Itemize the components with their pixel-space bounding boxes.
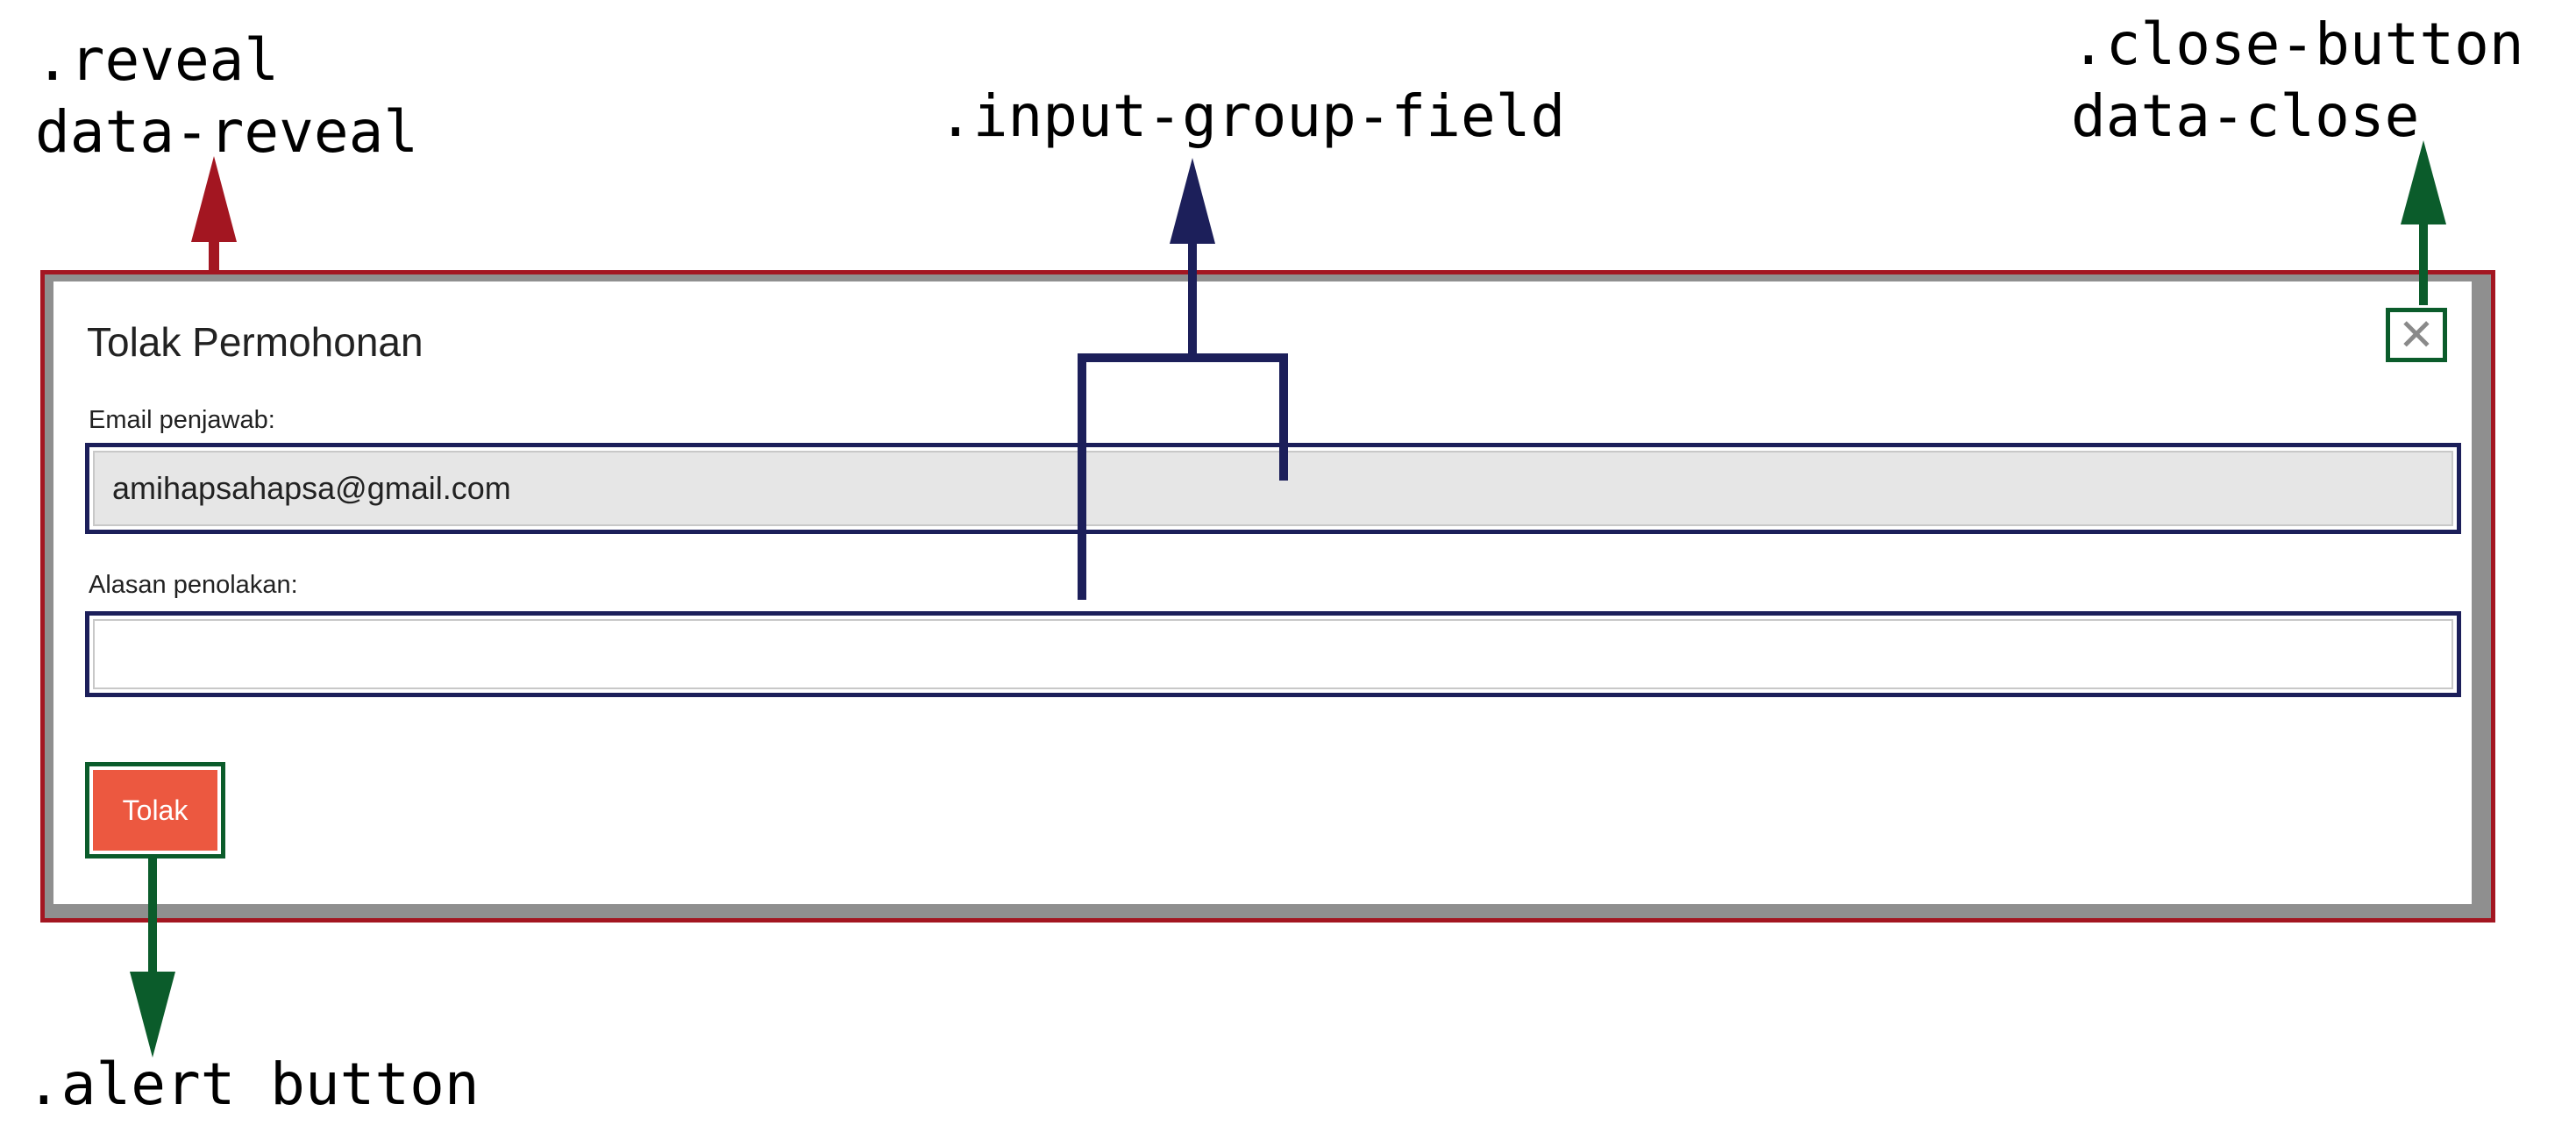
- annotation-alert-class: .alert button: [26, 1051, 480, 1118]
- annotation-reveal-class: .reveal: [35, 26, 280, 94]
- modal-title: Tolak Permohonan: [87, 319, 423, 365]
- close-button[interactable]: ✕: [2386, 308, 2447, 362]
- annotation-close-button: .close-button data-close: [2071, 9, 2524, 153]
- email-field[interactable]: [93, 451, 2453, 526]
- annotation-input-group-class: .input-group-field: [938, 82, 1566, 150]
- annotation-input-group: .input-group-field: [938, 81, 1565, 153]
- annotation-alert-button: .alert button: [26, 1049, 480, 1121]
- reveal-arrow-head: [191, 156, 237, 242]
- close-icon: ✕: [2398, 310, 2435, 360]
- reason-field[interactable]: [93, 619, 2453, 689]
- annotation-reveal-attr: data-reveal: [35, 98, 419, 166]
- alert-button-outline: Tolak: [85, 762, 225, 858]
- tolak-button[interactable]: Tolak: [93, 770, 217, 851]
- reveal-modal-body: Tolak Permohonan ✕ Email penjawab: Alasa…: [53, 281, 2472, 904]
- alert-arrow-head: [130, 972, 175, 1058]
- email-input-group: [85, 443, 2461, 534]
- email-label: Email penjawab:: [89, 406, 275, 434]
- annotation-close-attr: data-close: [2071, 82, 2420, 150]
- annotation-reveal: .reveal data-reveal: [35, 25, 418, 168]
- reason-input-group: [85, 611, 2461, 697]
- input-group-bracket: [1078, 353, 1288, 600]
- annotation-close-class: .close-button: [2071, 11, 2524, 78]
- input-arrow-head: [1170, 158, 1215, 244]
- close-arrow-head: [2401, 140, 2446, 224]
- reason-label: Alasan penolakan:: [89, 571, 298, 599]
- reveal-modal: Tolak Permohonan ✕ Email penjawab: Alasa…: [40, 270, 2495, 923]
